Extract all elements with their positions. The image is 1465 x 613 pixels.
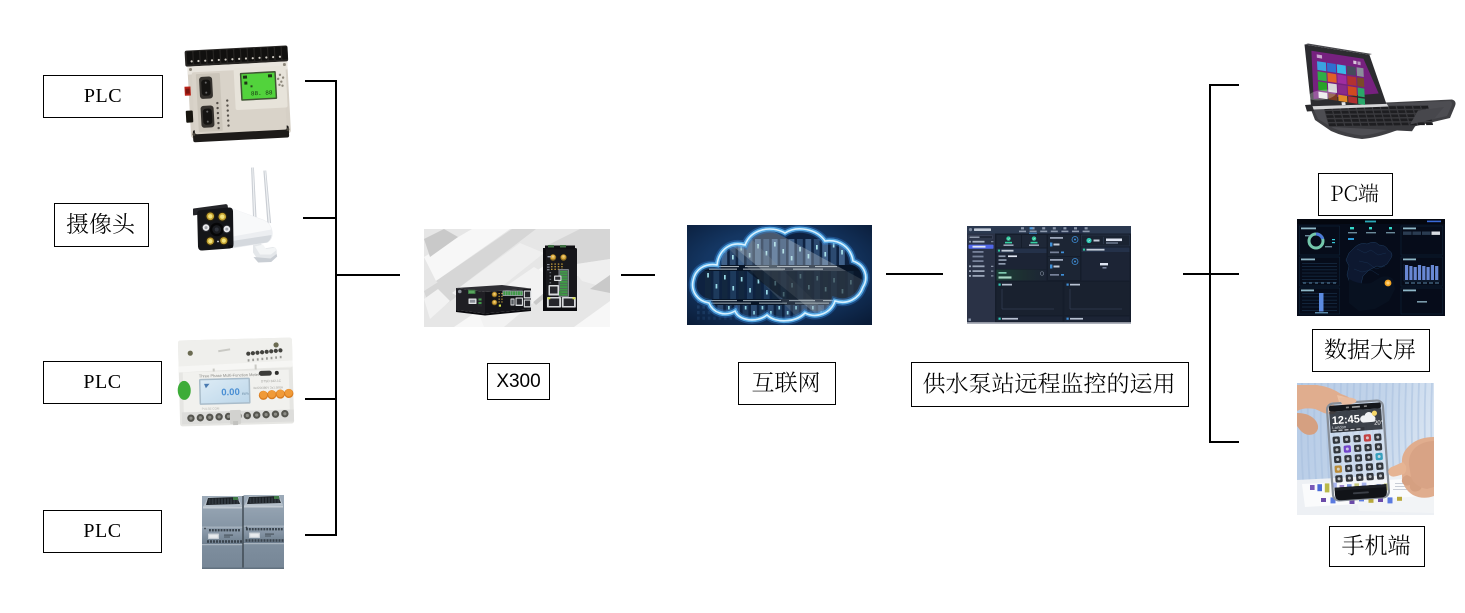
svg-text:London: London — [1332, 424, 1347, 430]
svg-text:DTSD 342-1C: DTSD 342-1C — [261, 379, 282, 384]
svg-text:kWh: kWh — [242, 392, 249, 396]
svg-text:0.00: 0.00 — [221, 387, 240, 398]
svg-text:3x220/380V 3x1.5(6)A: 3x220/380V 3x1.5(6)A — [253, 385, 283, 390]
svg-text:Three Phase Multi-Function Met: Three Phase Multi-Function Meter — [199, 372, 260, 379]
svg-text:12:45: 12:45 — [1331, 413, 1360, 427]
svg-text:20°: 20° — [1374, 420, 1384, 427]
svg-text:88. 88: 88. 88 — [251, 89, 273, 97]
svg-text:PULSE COM: PULSE COM — [202, 406, 220, 410]
